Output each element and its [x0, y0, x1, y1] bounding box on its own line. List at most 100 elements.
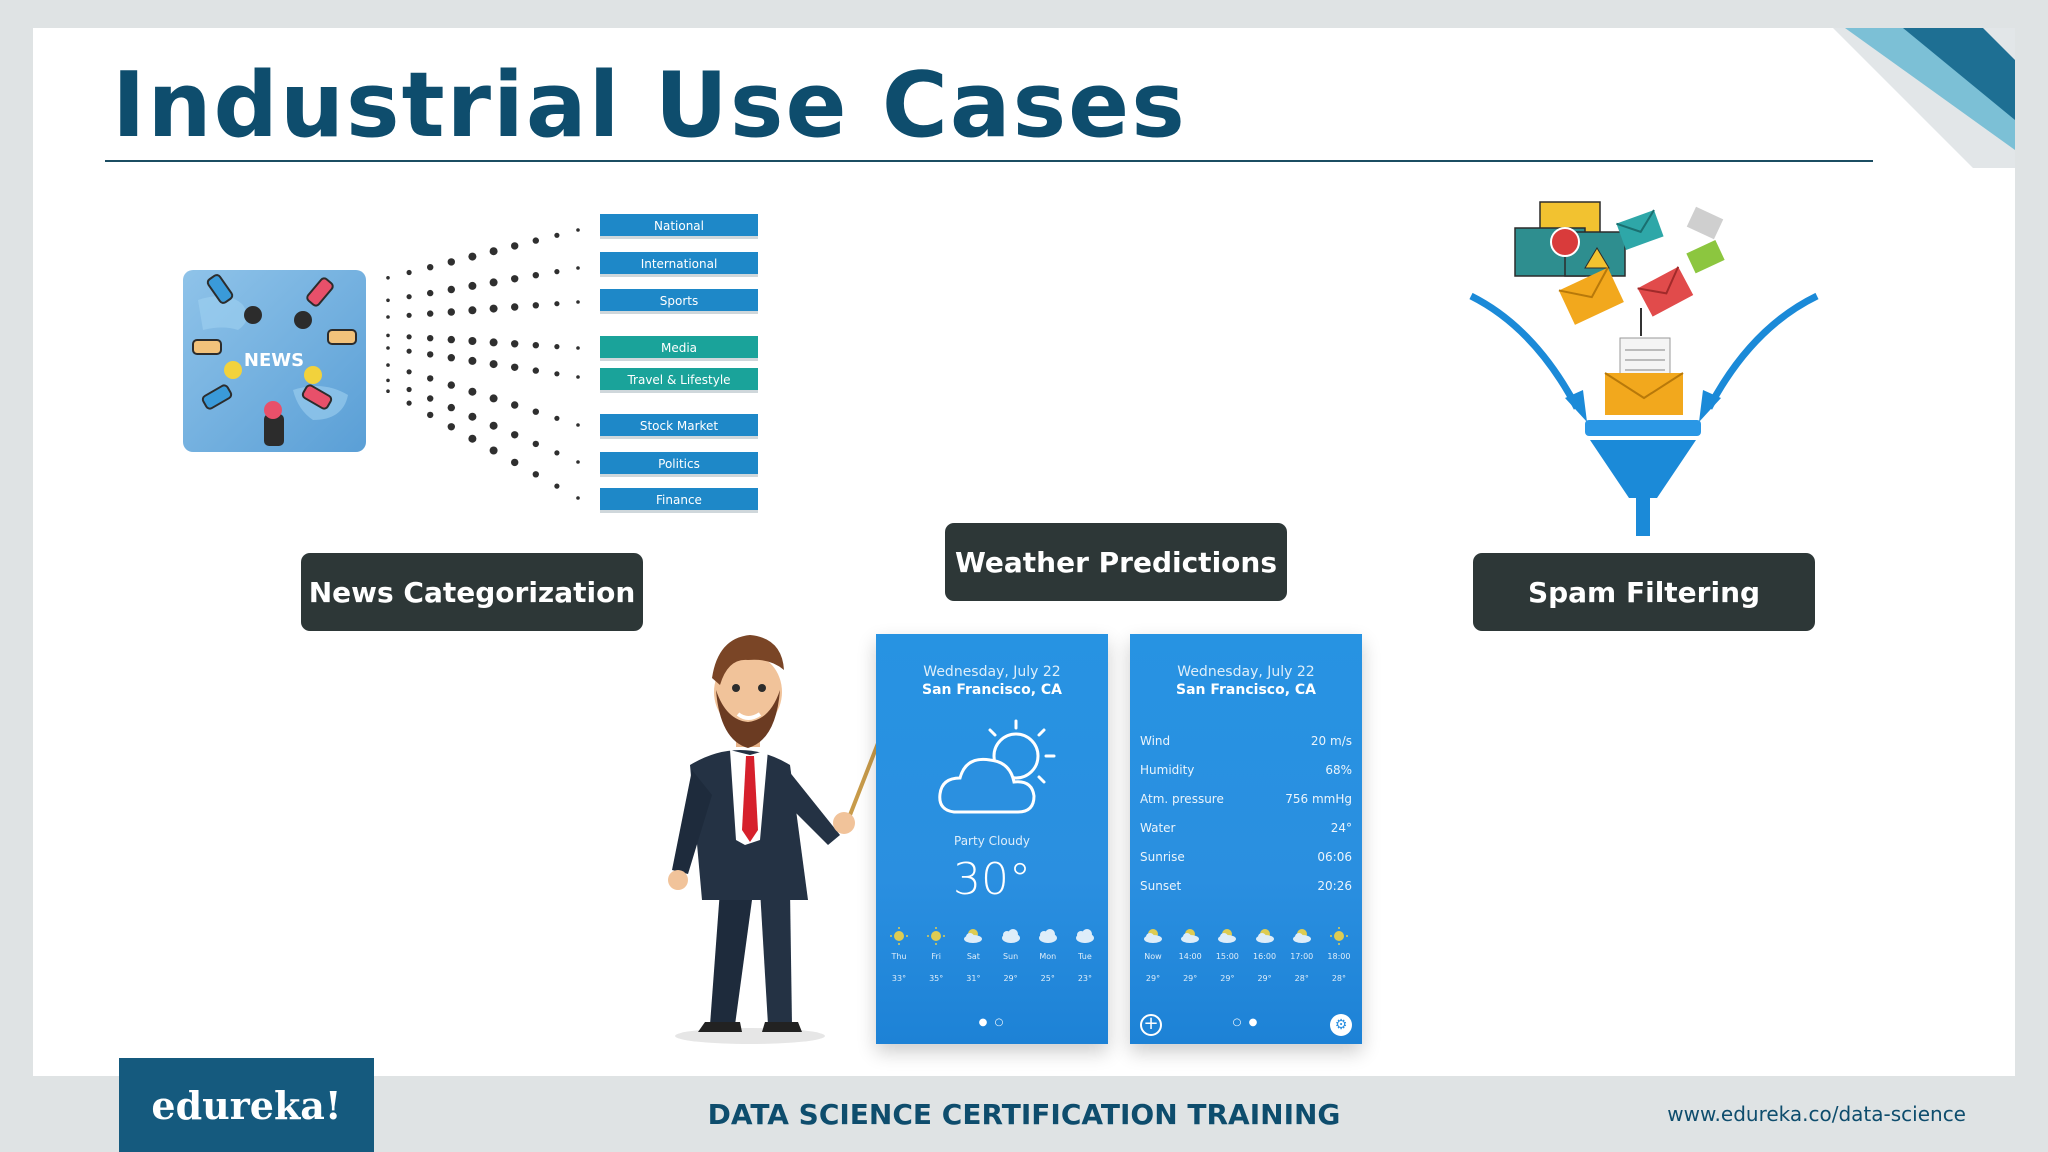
connector-dot — [406, 312, 412, 318]
connector-dot — [468, 434, 477, 443]
connector-dot — [447, 335, 455, 344]
hourly-temp-0: 29° — [1145, 974, 1161, 983]
connector-dot — [554, 483, 560, 489]
partly-cloudy-icon — [938, 719, 1056, 814]
forecast-temperature: 30° — [953, 854, 1031, 905]
dot-fan-connector — [386, 228, 580, 500]
connector-dot — [532, 302, 539, 309]
news-category-2: Sports — [600, 289, 758, 314]
connector-dot — [427, 375, 434, 382]
connector-dot — [406, 348, 412, 354]
hourly-temp-5: 28° — [1331, 974, 1347, 983]
hourly-temp-strip: 29°29°29°29°28°28° — [1138, 974, 1354, 983]
page-title: Industrial Use Cases — [112, 53, 1187, 158]
connector-dot — [554, 232, 560, 238]
weather-icon-4 — [1033, 926, 1063, 948]
settings-icon[interactable]: ⚙ — [1330, 1014, 1352, 1036]
connector-dot — [447, 354, 455, 362]
connector-dot — [489, 446, 498, 455]
connector-dot — [532, 408, 539, 415]
connector-dot — [532, 367, 539, 374]
corner-decoration — [1833, 28, 2015, 168]
connector-dot — [447, 403, 455, 412]
connector-dot — [427, 310, 434, 317]
course-url: www.edureka.co/data-science — [1667, 1102, 1966, 1126]
connector-dot — [468, 356, 477, 365]
connector-dot — [511, 340, 519, 348]
hourly-time-5: 18:00 — [1327, 952, 1351, 961]
connector-dot — [554, 415, 560, 421]
connector-dot — [386, 363, 390, 367]
connector-dot — [427, 395, 434, 402]
connector-dot — [406, 334, 412, 340]
connector-dot — [489, 360, 498, 369]
weather-icon-5 — [1070, 926, 1100, 948]
weather-detail-label: Sunset — [1140, 879, 1182, 893]
connector-dot — [447, 308, 455, 316]
forecast-temp-3: 29° — [1003, 974, 1018, 983]
weather-detail-value: 20:26 — [1317, 879, 1352, 893]
connector-dot — [554, 269, 560, 275]
connector-dot — [576, 266, 580, 270]
hourly-temp-3: 29° — [1257, 974, 1272, 983]
forecast-condition: Party Cloudy — [954, 834, 1030, 848]
weather-icon-4 — [1287, 926, 1317, 948]
weather-icon-3 — [996, 926, 1026, 948]
connector-dot — [406, 369, 412, 375]
connector-dot — [386, 378, 390, 383]
weather-detail-value: 756 mmHg — [1285, 792, 1352, 806]
connector-dot — [576, 496, 580, 500]
connector-dot — [554, 371, 560, 377]
hourly-time-1: 14:00 — [1178, 952, 1202, 961]
connector-dot — [427, 264, 434, 271]
news-image-label: NEWS — [244, 350, 304, 371]
connector-dot — [386, 298, 390, 303]
connector-dot — [386, 346, 390, 350]
connector-dot — [511, 458, 519, 467]
weather-detail-label: Wind — [1140, 734, 1171, 748]
connector-dot — [447, 258, 455, 266]
connector-dot — [386, 315, 390, 319]
hourly-time-0: Now — [1144, 952, 1162, 961]
hourly-temp-2: 29° — [1220, 974, 1235, 983]
weather-phone-details: Wednesday, July 22 San Francisco, CA Win… — [1130, 634, 1362, 1044]
presenter-illustration — [668, 635, 900, 1044]
connector-dot — [554, 301, 560, 307]
forecast-date: Wednesday, July 22 — [923, 664, 1061, 680]
forecast-temp-2: 31° — [966, 974, 981, 983]
hourly-time-4: 17:00 — [1290, 952, 1314, 961]
forecast-temp-strip: 33°35°31°29°25°23° — [884, 974, 1100, 983]
connector-dot — [532, 342, 539, 349]
spam-funnel-illustration — [1469, 201, 1819, 536]
add-icon[interactable]: + — [1140, 1014, 1162, 1036]
page-indicator: ● ○ — [978, 1017, 1006, 1028]
weather-phone-forecast: Wednesday, July 22 San Francisco, CA Par… — [876, 634, 1108, 1044]
weather-icon-1 — [1175, 926, 1205, 948]
weather-predictions-label: Weather Predictions — [945, 523, 1287, 601]
weather-icon-2 — [1212, 926, 1242, 948]
forecast-day-0: Thu — [891, 952, 907, 961]
news-illustration: NEWS — [183, 270, 366, 452]
connector-dot — [468, 252, 477, 261]
connector-dot — [532, 237, 539, 244]
news-category-0: National — [600, 214, 758, 239]
news-category-4: Travel & Lifestyle — [600, 368, 758, 393]
weather-detail-label: Atm. pressure — [1140, 792, 1224, 806]
spam-filtering-label: Spam Filtering — [1473, 553, 1815, 631]
connector-dot — [386, 333, 390, 338]
connector-dot — [447, 423, 455, 431]
news-category-1: International — [600, 252, 758, 277]
weather-detail-row: Sunset 20:26 — [1140, 879, 1352, 893]
connector-dot — [447, 381, 455, 389]
connector-dot — [489, 338, 498, 347]
hourly-time-3: 16:00 — [1253, 952, 1277, 961]
connector-dot — [511, 303, 519, 311]
connector-dot — [427, 411, 434, 419]
connector-dot — [468, 387, 477, 396]
weather-detail-value: 06:06 — [1317, 850, 1352, 864]
weather-icon-3 — [1250, 926, 1280, 948]
